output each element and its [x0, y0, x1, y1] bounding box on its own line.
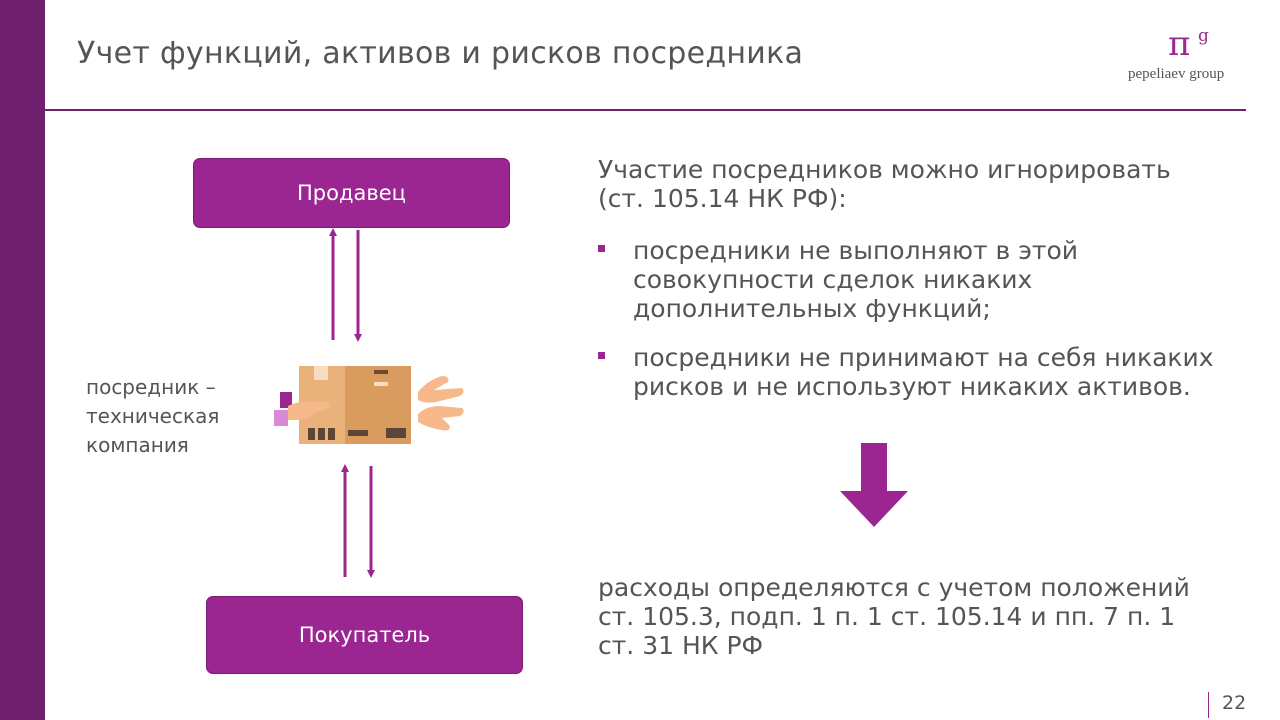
page-number-separator: [1208, 692, 1209, 718]
list-item: посредники не принимают на себя никаких …: [598, 343, 1258, 401]
heading-line: Участие посредников можно игнорировать: [598, 155, 1171, 184]
list-item-text: посредники не выполняют в этой совокупно…: [633, 236, 1079, 323]
intermediary-label: посредник – техническая компания: [86, 373, 219, 460]
heading-line: (ст. 105.14 НК РФ):: [598, 184, 847, 213]
logo-text: pepeliaev group: [1128, 66, 1225, 82]
conclusion-line: ст. 105.3, подп. 1 п. 1 ст. 105.14 и пп.…: [598, 602, 1176, 631]
conditions-list: посредники не выполняют в этой совокупно…: [598, 236, 1258, 421]
title-divider: [45, 109, 1246, 111]
flow-arrows: [329, 228, 375, 578]
intermediary-line: компания: [86, 433, 189, 457]
company-logo: π g pepeliaev group: [1118, 24, 1253, 88]
list-item: посредники не выполняют в этой совокупно…: [598, 236, 1258, 323]
seller-box: Продавец: [193, 158, 510, 228]
left-accent-bar: [0, 0, 45, 720]
logo-superscript: g: [1198, 26, 1209, 46]
buyer-label: Покупатель: [298, 623, 431, 647]
logo-pi-symbol: π: [1168, 24, 1191, 64]
conclusion-line: расходы определяются с учетом положений: [598, 573, 1190, 602]
intermediary-line: техническая: [86, 404, 220, 428]
right-heading: Участие посредников можно игнорировать (…: [598, 155, 1238, 213]
intermediary-line: посредник –: [86, 375, 216, 399]
slide-title: Учет функций, активов и рисков посредник…: [77, 36, 804, 71]
buyer-box: Покупатель: [206, 596, 523, 674]
package-handover-icon: [274, 366, 464, 444]
conclusion-line: ст. 31 НК РФ: [598, 631, 764, 660]
down-arrow-icon: [840, 443, 908, 527]
conclusion-text: расходы определяются с учетом положений …: [598, 573, 1248, 660]
square-bullet-icon: [598, 245, 605, 252]
seller-label: Продавец: [297, 181, 406, 205]
square-bullet-icon: [598, 352, 605, 359]
list-item-text: посредники не принимают на себя никаких …: [633, 343, 1214, 401]
page-number: 22: [1222, 692, 1247, 714]
